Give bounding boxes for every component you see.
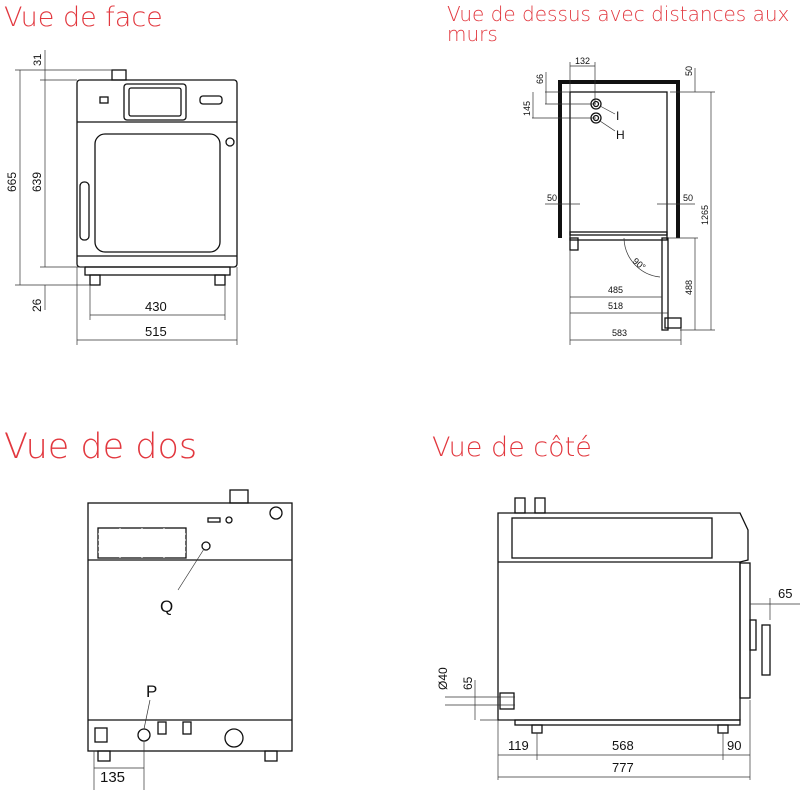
label-p: P <box>146 682 157 701</box>
title-side-view: Vue de côté <box>432 432 592 463</box>
title-front-view: Vue de face <box>4 2 163 33</box>
title-top-view: Vue de dessus avec distances aux murs <box>447 2 790 46</box>
label-i: I <box>616 109 619 123</box>
top-view: I H 90° 132 66 145 50 50 50 1265 488 485 <box>522 56 715 345</box>
dim-angle: 90° <box>631 256 648 273</box>
dim-front-31: 31 <box>32 54 44 66</box>
dim-side-777: 777 <box>612 760 634 775</box>
dim-side-119: 119 <box>508 738 529 753</box>
dim-top-66: 66 <box>535 74 545 84</box>
side-view: 65 Ø40 65 119 568 90 777 <box>436 497 800 780</box>
dim-top-50-right: 50 <box>683 193 693 203</box>
dim-top-1265: 1265 <box>700 205 710 225</box>
dim-front-639: 639 <box>30 172 44 192</box>
label-q: Q <box>160 597 173 616</box>
dim-side-diameter-40: Ø40 <box>436 667 450 690</box>
dim-back-135: 135 <box>100 769 125 786</box>
dim-top-145: 145 <box>522 101 532 116</box>
label-h: H <box>616 128 625 142</box>
dim-front-515: 515 <box>145 324 167 339</box>
front-view: 31 665 639 26 430 515 <box>5 50 238 345</box>
dim-side-90: 90 <box>727 738 741 753</box>
back-view: Q P 135 <box>87 489 293 790</box>
dim-top-518: 518 <box>608 301 623 311</box>
dim-top-583: 583 <box>612 328 627 338</box>
dim-side-568: 568 <box>612 738 634 753</box>
dim-front-665: 665 <box>5 172 19 192</box>
dim-top-485: 485 <box>608 285 623 295</box>
dim-front-430: 430 <box>145 299 167 314</box>
dim-top-50-wall: 50 <box>684 66 694 76</box>
dim-side-65-left: 65 <box>461 676 475 690</box>
dim-top-488: 488 <box>684 280 694 295</box>
dim-top-132: 132 <box>575 56 590 66</box>
dim-top-50-left: 50 <box>547 193 557 203</box>
title-back-view: Vue de dos <box>4 427 198 467</box>
dim-side-65-right: 65 <box>778 586 792 601</box>
dim-front-26: 26 <box>30 298 44 312</box>
